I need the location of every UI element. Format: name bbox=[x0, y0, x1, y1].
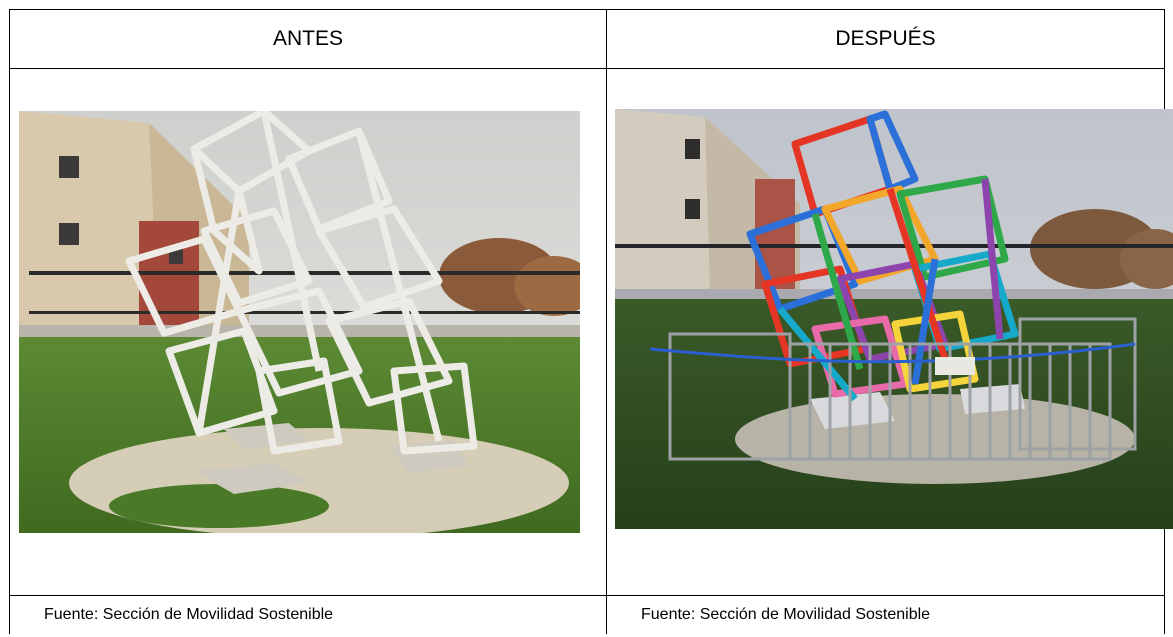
caption-before: Fuente: Sección de Movilidad Sostenible bbox=[9, 595, 607, 634]
header-before: ANTES bbox=[9, 9, 607, 69]
after-photo-cell bbox=[606, 68, 1173, 596]
caption-after: Fuente: Sección de Movilidad Sostenible bbox=[606, 595, 1165, 634]
before-after-table: ANTES DESPUÉS bbox=[9, 9, 1173, 634]
header-row: ANTES DESPUÉS bbox=[9, 9, 1165, 69]
caption-row: Fuente: Sección de Movilidad Sostenible … bbox=[9, 595, 1165, 634]
header-after: DESPUÉS bbox=[606, 9, 1165, 69]
after-sculpture-photo bbox=[615, 109, 1173, 529]
image-row bbox=[9, 68, 1173, 596]
before-photo-cell bbox=[9, 68, 607, 596]
before-sculpture-photo bbox=[19, 111, 580, 533]
